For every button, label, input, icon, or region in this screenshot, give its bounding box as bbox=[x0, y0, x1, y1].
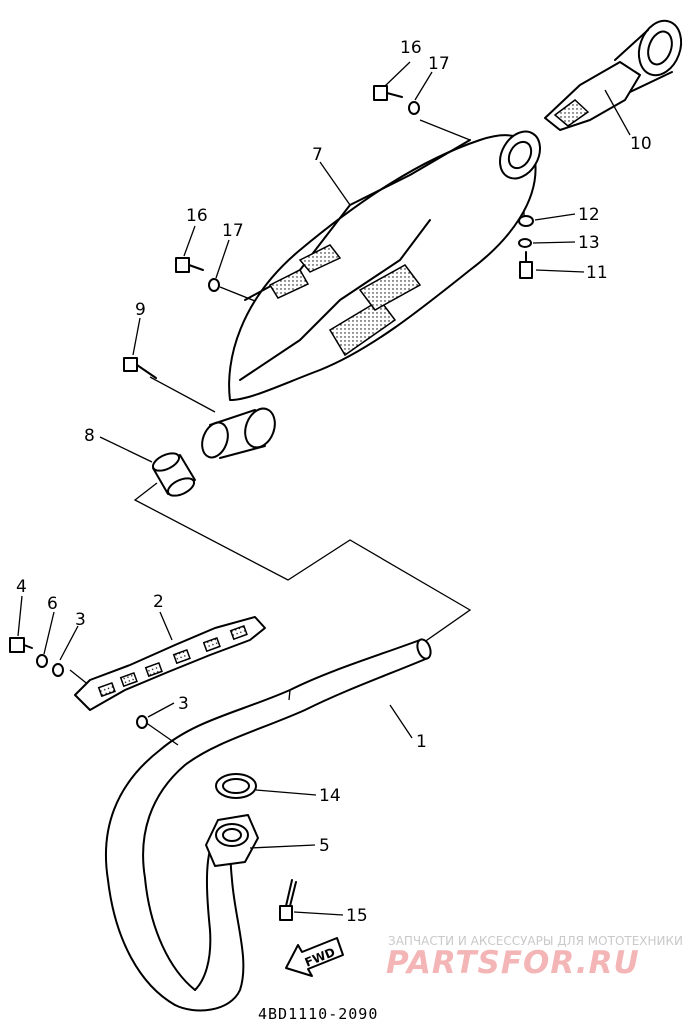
callout-17-lower: 17 bbox=[222, 221, 244, 241]
protector-bolt bbox=[9, 637, 33, 653]
flange-bolt bbox=[279, 879, 297, 921]
callout-7: 7 bbox=[312, 145, 323, 165]
protector-washer bbox=[36, 654, 48, 668]
muffler-bolt bbox=[519, 251, 533, 279]
callout-10: 10 bbox=[630, 134, 652, 154]
muffler-inlet bbox=[201, 407, 276, 459]
callout-14: 14 bbox=[319, 786, 341, 806]
exhaust-flange bbox=[205, 814, 259, 867]
callout-9: 9 bbox=[135, 300, 146, 320]
callout-16-lower: 16 bbox=[186, 206, 208, 226]
callout-17-upper: 17 bbox=[428, 54, 450, 74]
callout-8: 8 bbox=[84, 426, 95, 446]
diagram-code: 4BD1110-2090 bbox=[258, 1005, 378, 1023]
callout-15: 15 bbox=[346, 906, 368, 926]
bracket-washer-upper bbox=[408, 101, 420, 115]
protector-collar-upper bbox=[52, 663, 64, 677]
forward-direction-arrow: FWD bbox=[285, 937, 344, 977]
callout-16-upper: 16 bbox=[400, 38, 422, 58]
bracket-bolt-upper bbox=[373, 85, 403, 101]
exhaust-gasket bbox=[215, 773, 257, 799]
bracket-bolt-lower bbox=[175, 257, 204, 273]
callout-11: 11 bbox=[586, 263, 608, 283]
callout-1: 1 bbox=[416, 732, 427, 752]
watermark-caption: ЗАПЧАСТИ И АКСЕССУАРЫ ДЛЯ МОТОТЕХНИКИ bbox=[388, 934, 683, 948]
protector-collar-lower bbox=[136, 715, 148, 729]
callout-3-upper: 3 bbox=[75, 610, 86, 630]
exhaust-pipe bbox=[104, 638, 432, 1012]
muffler-joint bbox=[151, 452, 196, 497]
callout-5: 5 bbox=[319, 836, 330, 856]
bracket-washer-lower bbox=[208, 278, 220, 292]
muffler-washer bbox=[518, 215, 534, 227]
joint-bolt bbox=[123, 357, 157, 379]
leader-lines bbox=[17, 61, 631, 916]
muffler-nut bbox=[518, 238, 532, 248]
callout-4: 4 bbox=[16, 577, 27, 597]
pipe-protector bbox=[74, 616, 266, 711]
callout-6: 6 bbox=[47, 594, 58, 614]
callout-2: 2 bbox=[153, 592, 164, 612]
muffler-body bbox=[228, 130, 541, 401]
tail-pipe bbox=[544, 19, 683, 131]
callout-3-lower: 3 bbox=[178, 694, 189, 714]
watermark-brand: PARTSFOR.RU bbox=[386, 945, 640, 981]
callout-13: 13 bbox=[578, 233, 600, 253]
callout-12: 12 bbox=[578, 205, 600, 225]
